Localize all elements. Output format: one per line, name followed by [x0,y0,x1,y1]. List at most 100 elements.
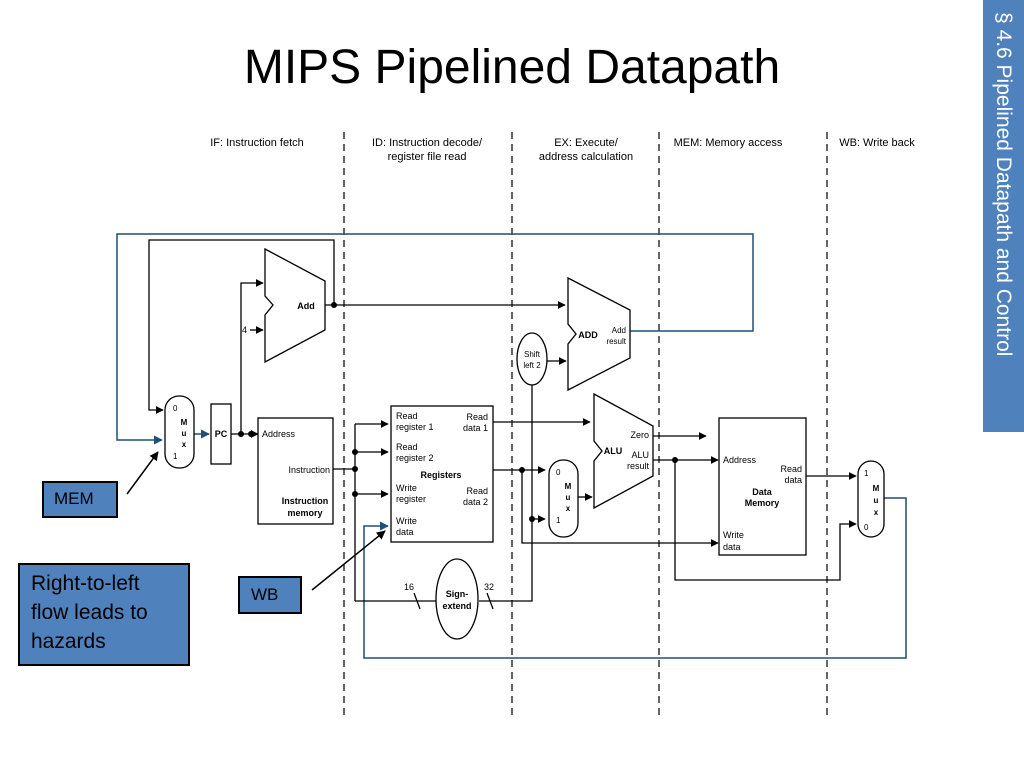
imem-name-line1: Instruction [282,496,329,506]
sign-extend-output-width: 32 [484,582,494,592]
dmem-wdata-line1: Write [723,530,744,540]
instruction-memory [257,417,334,525]
alu-label: ALU [604,446,623,456]
pc-mux-letter-m: M [181,418,188,427]
reg-rdata1-line2: data 1 [463,423,488,433]
stage-label-ex-line1: EX: Execute/ [554,137,619,149]
reg-wdata-line2: data [396,527,414,537]
junction-dot [529,516,535,522]
branch-adder-result-line2: result [606,337,626,346]
wb-callout-arrow [311,530,386,591]
alu-bypass-wire [674,460,857,581]
junction-dot [352,491,358,497]
junction-dot [331,302,337,308]
reg-rdata2-line2: data 2 [463,497,488,507]
pc-plus4-loop-wire [148,239,335,414]
reg-wdata-line1: Write [396,516,417,526]
wb-mux-letter-x: x [874,508,879,517]
junction-dot [519,467,525,473]
reg-rdata2-line1: Read [466,486,488,496]
mem-callout-arrow [126,451,159,495]
read2-to-dmem-wire [521,470,719,547]
shift-left-line2: left 2 [523,361,541,370]
reg-read1-line1: Read [396,411,418,421]
dmem-address-label: Address [723,455,757,465]
shift-left-2 [516,332,548,386]
alu-result-line1: ALU [631,450,649,460]
pc-register-label: PC [215,429,228,439]
junction-dot [672,457,678,463]
sign-extend-line2: extend [442,601,471,611]
stage-label-mem: MEM: Memory access [674,137,783,149]
reg-read2-line1: Read [396,442,418,452]
reg-write-line2: register [396,494,426,504]
alu-src-mux [548,459,579,538]
imem-address-label: Address [262,429,296,439]
wb-callout-text: WB [251,585,279,604]
alu-mux-letter-x: x [566,504,571,513]
alu-mux-letter-m: M [565,482,572,491]
dmem-name-line2: Memory [745,498,780,508]
sign-extend-line1: Sign- [446,589,469,599]
pc-to-add-wire [240,279,264,434]
alu-zero-label: Zero [630,430,649,440]
constant-four: 4 [242,325,247,335]
pc-mux-input-1: 1 [173,452,178,461]
section-tab: § 4.6 Pipelined Datapath and Control [983,0,1024,432]
dmem-wdata-line2: data [723,542,741,552]
branch-adder-label: ADD [578,330,598,340]
sign-out-tick [486,592,494,610]
wb-mux-input-0: 0 [864,523,869,532]
stage-label-id-line2: register file read [388,151,467,163]
alu-mux-input-0: 0 [556,468,561,477]
hazard-callout-line1: Right-to-left [31,572,140,595]
branch-adder [567,276,631,392]
mem-callout: MEM [42,481,118,518]
sign-extend-input-width: 16 [404,582,414,592]
register-file [390,405,494,543]
reg-write-line1: Write [396,483,417,493]
junction-dot [352,449,358,455]
junction-dot [352,466,358,472]
sign-extend [435,558,479,640]
hazard-callout: Right-to-left flow leads to hazards [18,563,190,666]
alu-mux-input-1: 1 [556,516,561,525]
junction-dot [248,431,254,437]
hazard-callout-line3: hazards [31,630,106,653]
shift-left-line1: Shift [524,350,541,359]
pc-register [210,403,232,465]
junction-dot [238,431,244,437]
alu [593,392,654,510]
stage-label-wb: WB: Write back [839,137,915,149]
stage-label-if: IF: Instruction fetch [210,137,304,149]
reg-read1-line2: register 1 [396,422,434,432]
pc-adder-label: Add [297,301,315,311]
reg-rdata1-line1: Read [466,412,488,422]
branch-feedback-wire [116,233,754,445]
alu-mux-letter-u: u [566,493,571,502]
imem-name-line2: memory [287,508,322,518]
wb-mux-letter-m: M [873,484,880,493]
stage-label-ex-line2: address calculation [539,151,633,163]
dmem-rdata-line1: Read [780,464,802,474]
dmem-rdata-line2: data [784,475,802,485]
pc-mux-letter-x: x [182,440,187,449]
sign-out-wire [479,515,546,602]
pc-mux-letter-u: u [182,429,187,438]
wb-mux-letter-u: u [874,496,879,505]
data-memory [718,417,807,556]
writeback-mux [857,460,885,538]
alu-result-line2: result [627,461,650,471]
stage-dividers [343,132,828,715]
pc-adder [264,247,326,364]
dmem-name-line1: Data [752,487,773,497]
wb-mux-input-1: 1 [864,469,869,478]
pc-mux [164,395,195,469]
branch-adder-result-line1: Add [612,326,626,335]
mem-callout-text: MEM [54,489,94,508]
imem-instruction-label: Instruction [288,465,330,475]
register-file-label: Registers [420,470,461,480]
pc-mux-input-0: 0 [173,404,178,413]
hazard-callout-line2: flow leads to [31,601,148,624]
